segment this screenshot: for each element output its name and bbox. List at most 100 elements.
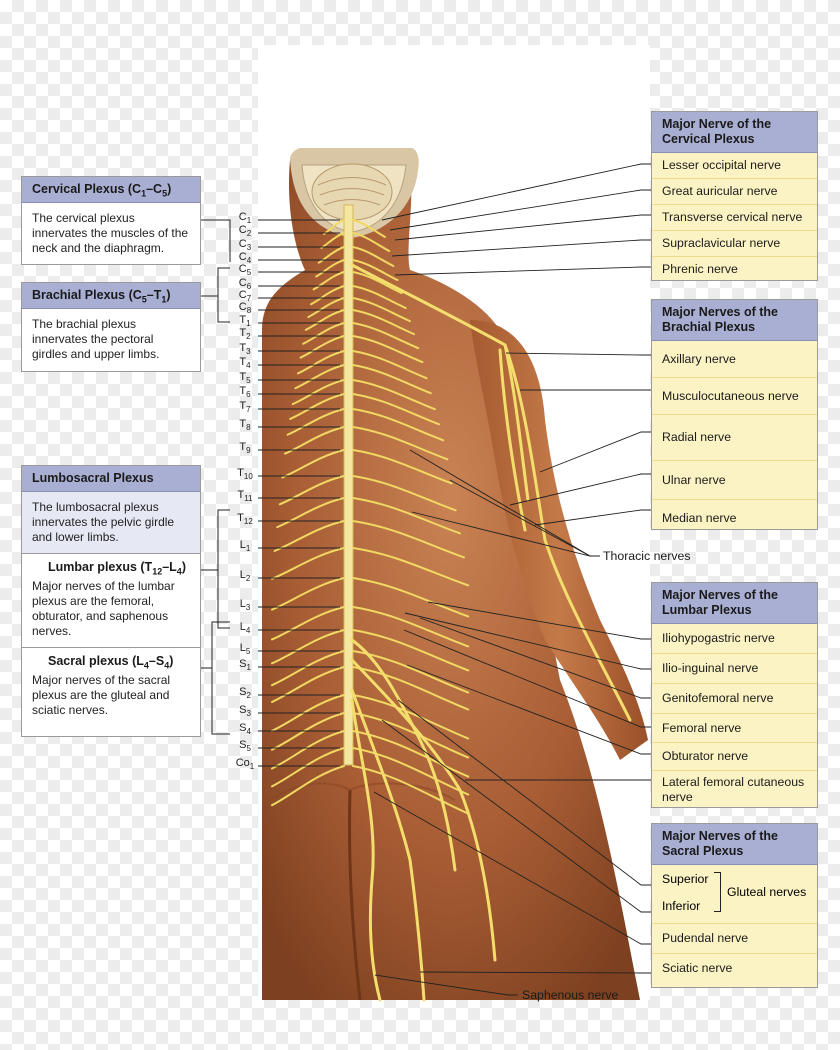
cervical-bracket xyxy=(200,219,231,262)
label-leader-line xyxy=(427,601,651,640)
spinal-nerve-branch xyxy=(271,629,470,672)
spinal-nerve-branch xyxy=(315,259,399,282)
gluteal-brace xyxy=(714,872,721,912)
spinal-level-c8: C8 xyxy=(238,301,252,316)
brachial-trunk-nerve xyxy=(350,263,632,722)
spinal-level-t8: T8 xyxy=(239,418,251,433)
spinal-nerve-branch xyxy=(276,497,461,535)
cervical-nerves-box: Major Nerve of the Cervical Plexus Lesse… xyxy=(651,111,818,281)
label-leader-line xyxy=(394,214,651,241)
brachial-plexus-box: Brachial Plexus (C5–T1) The brachial ple… xyxy=(21,282,201,372)
spinal-nerve-branch xyxy=(304,309,416,336)
spinal-nerve-branch xyxy=(299,335,424,364)
spinal-nerve-branch xyxy=(317,246,395,268)
lumbosacral-plexus-title: Lumbosacral Plexus xyxy=(22,466,200,492)
left-brackets xyxy=(200,219,231,735)
inferior-gluteal-label: Inferior xyxy=(662,899,701,913)
axillary-nerve-path xyxy=(503,343,530,502)
spinal-nerve-branch xyxy=(291,379,436,411)
spinal-nerves xyxy=(271,219,470,815)
leader-lines xyxy=(258,163,651,996)
label-leader-line xyxy=(406,664,651,755)
spinal-nerve-branch xyxy=(271,765,470,815)
sacral-plexus-title: Sacral plexus (L4–S4) xyxy=(48,654,174,671)
label-leader-line xyxy=(534,509,651,526)
spinal-cord xyxy=(343,204,354,766)
lateral-femoral-nerve-path xyxy=(350,658,497,962)
transverse-cervical-nerve-label: Transverse cervical nerve xyxy=(652,205,817,231)
spinal-level-c1: C1 xyxy=(238,211,252,226)
label-leader-line xyxy=(394,266,651,276)
sciatic-nerve-label: Sciatic nerve xyxy=(662,961,733,975)
great-auricular-nerve-label: Great auricular nerve xyxy=(652,179,817,205)
spinal-nerve-branch xyxy=(302,322,420,350)
sacral-nerves-title: Major Nerves of the Sacral Plexus xyxy=(652,824,817,865)
spinal-level-l5: L5 xyxy=(239,642,251,657)
spinal-level-c2: C2 xyxy=(238,224,252,239)
thoracic-nerves-label: Thoracic nerves xyxy=(603,549,691,563)
lumbar-nerves-box: Major Nerves of the Lumbar Plexus Iliohy… xyxy=(651,582,818,808)
spinal-nerve-branch xyxy=(278,475,457,512)
saphenous-nerve-label: Saphenous nerve xyxy=(522,988,619,1002)
sacral-bracket xyxy=(200,621,230,735)
lumbosacral-plexus-description: The lumbosacral plexus innervates the pe… xyxy=(22,492,200,553)
spinal-nerve-branch xyxy=(289,393,441,426)
spinal-level-l4: L4 xyxy=(239,621,251,636)
obturator-nerve-label: Obturator nerve xyxy=(652,743,817,771)
spinal-level-s1: S1 xyxy=(239,658,251,673)
label-leader-line xyxy=(374,974,518,996)
spinal-nerve-branch xyxy=(310,285,407,310)
gluteal-shadow xyxy=(269,782,456,801)
spinal-nerve-branch xyxy=(284,426,449,461)
radial-nerve-path xyxy=(498,348,527,532)
spinal-nerve-branch xyxy=(286,408,445,442)
sacral-nerves-box: Major Nerves of the Sacral Plexus Superi… xyxy=(651,823,818,988)
spinal-level-l1: L1 xyxy=(239,539,251,554)
spinal-level-c3: C3 xyxy=(238,238,252,253)
ilio-inguinal-nerve-label: Ilio-inguinal nerve xyxy=(652,654,817,684)
brachial-nerves-title: Major Nerves of the Brachial Plexus xyxy=(652,300,817,341)
brachial-bracket xyxy=(200,267,230,323)
spinal-nerve-branch xyxy=(312,271,403,295)
pudendal-nerve-label: Pudendal nerve xyxy=(652,924,817,954)
femoral-nerve-path xyxy=(350,638,457,872)
label-leader-line xyxy=(419,971,651,974)
spinal-level-l2: L2 xyxy=(239,569,251,584)
spinal-level-t3: T3 xyxy=(239,342,251,357)
lateral-femoral-cutaneous-nerve-label: Lateral femoral cutaneous nerve xyxy=(662,775,805,804)
spinal-level-c5: C5 xyxy=(238,263,252,278)
spinal-level-t10: T10 xyxy=(237,467,253,482)
peripheral-nerves xyxy=(350,263,632,1002)
brachial-plexus-title: Brachial Plexus (C5–T1) xyxy=(22,283,200,309)
label-leader-line xyxy=(539,431,651,473)
sciatic-nerve-path xyxy=(350,688,426,1002)
lumbar-plexus-title: Lumbar plexus (T12–L4) xyxy=(48,560,186,577)
spinal-level-t12: T12 xyxy=(237,512,253,527)
spinal-level-s5: S5 xyxy=(239,739,251,754)
label-leader-line xyxy=(389,189,651,231)
phrenic-nerve-label: Phrenic nerve xyxy=(662,262,738,276)
brachial-nerves-box: Major Nerves of the Brachial Plexus Axil… xyxy=(651,299,818,530)
musculocutaneous-nerve-label: Musculocutaneous nerve xyxy=(652,378,817,415)
supraclavicular-nerve-label: Supraclavicular nerve xyxy=(652,231,817,257)
iliohypogastric-nerve-label: Iliohypogastric nerve xyxy=(652,624,817,654)
spinal-nerve-branch xyxy=(297,350,428,380)
spinal-level-c7: C7 xyxy=(238,289,252,304)
spinal-level-l3: L3 xyxy=(239,598,251,613)
spinal-nerve-branch xyxy=(307,297,411,323)
spinal-level-c4: C4 xyxy=(238,251,252,266)
spinal-level-s4: S4 xyxy=(239,722,251,737)
spinal-level-c6: C6 xyxy=(238,277,252,292)
cervical-plexus-description: The cervical plexus innervates the muscl… xyxy=(32,211,189,255)
cervical-plexus-box: Cervical Plexus (C1–C5) The cervical ple… xyxy=(21,176,201,265)
ulnar-nerve-label: Ulnar nerve xyxy=(652,461,817,500)
gluteal-group: Superior Inferior Gluteal nerves xyxy=(652,865,817,924)
spinal-nerve-branch xyxy=(271,606,470,648)
spinal-level-t11: T11 xyxy=(237,489,253,504)
label-leader-line xyxy=(397,699,651,886)
lumbar-nerves-title: Major Nerves of the Lumbar Plexus xyxy=(652,583,817,624)
spinal-level-t2: T2 xyxy=(239,327,251,342)
lumbosacral-plexus-box: Lumbosacral Plexus The lumbosacral plexu… xyxy=(21,465,201,737)
spinal-level-s2: S2 xyxy=(239,686,251,701)
